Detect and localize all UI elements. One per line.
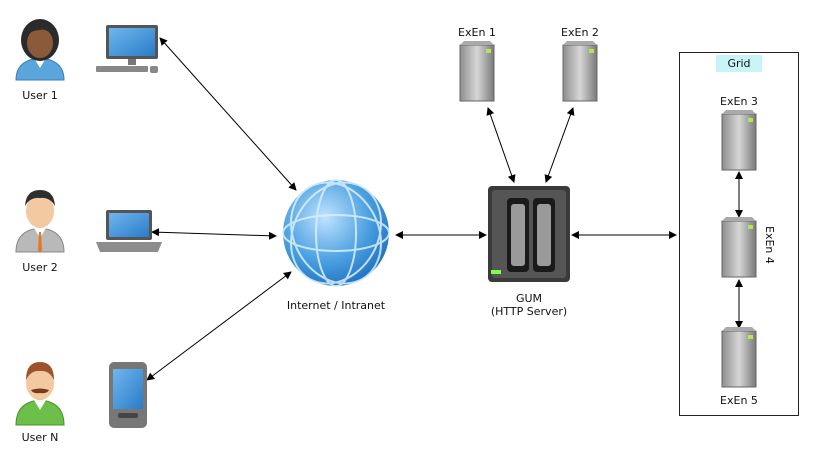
exen3-label: ExEn 3	[720, 95, 758, 108]
laptop-icon	[96, 210, 162, 252]
network-label: Internet / Intranet	[286, 299, 386, 312]
exen1-server-icon	[459, 41, 495, 102]
link-user2-internet	[151, 228, 277, 240]
exen4-server-icon	[721, 217, 757, 278]
user2-label: User 2	[22, 261, 58, 274]
link-usern-internet	[146, 271, 292, 381]
link-gum-exen1	[486, 107, 516, 183]
desktop-computer-icon	[96, 25, 158, 73]
exen3-server-icon	[721, 110, 757, 171]
grid-container	[679, 52, 799, 416]
usern-label: User N	[21, 431, 59, 444]
link-gum-exen2	[544, 107, 575, 183]
connectors	[146, 37, 743, 381]
gum-server-icon	[488, 186, 570, 282]
exen2-label: ExEn 2	[561, 26, 599, 39]
usern-avatar-icon	[15, 362, 65, 426]
gum-label-line2: (HTTP Server)	[490, 305, 568, 318]
exen5-server-icon	[721, 327, 757, 388]
exen4-label: ExEn 4	[763, 226, 776, 264]
link-user1-internet	[159, 37, 297, 191]
mobile-phone-icon	[109, 362, 147, 428]
user1-avatar-icon	[15, 19, 65, 81]
exen5-label: ExEn 5	[720, 394, 758, 407]
user2-avatar-icon	[15, 190, 65, 253]
exen1-label: ExEn 1	[458, 26, 496, 39]
gum-label-line1: GUM	[515, 292, 543, 305]
exen2-server-icon	[562, 41, 598, 102]
grid-label: Grid	[716, 55, 762, 72]
globe-icon	[282, 179, 390, 287]
user1-label: User 1	[22, 89, 58, 102]
